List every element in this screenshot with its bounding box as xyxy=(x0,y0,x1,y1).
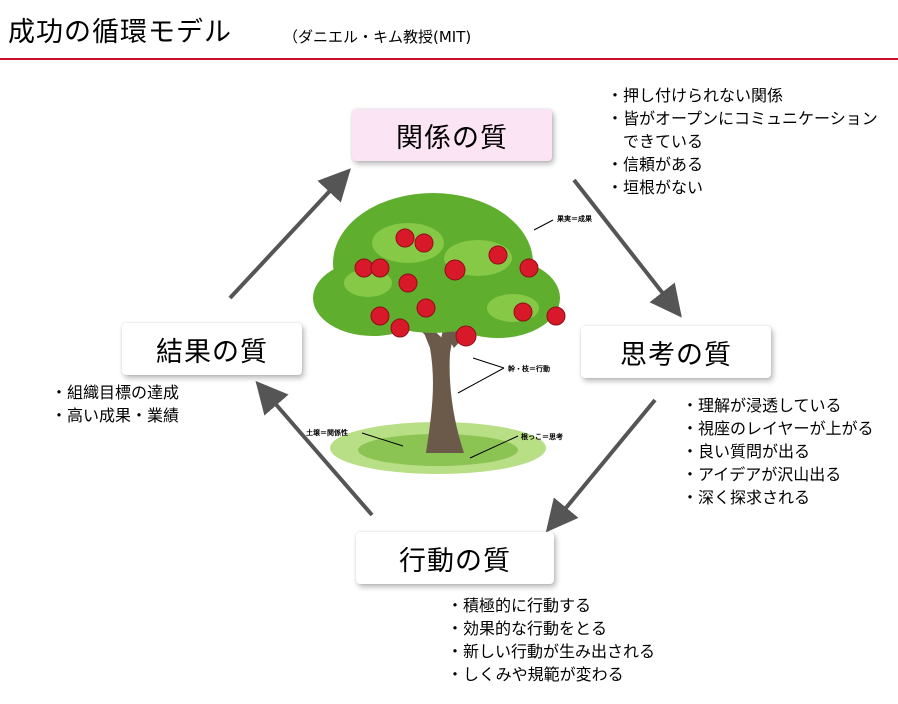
arrow-relationship-to-thinking xyxy=(572,178,682,318)
tree-label-fruit: 果実＝成果 xyxy=(557,215,592,223)
list-item: 信頼がある xyxy=(607,153,878,176)
page-title: 成功の循環モデル xyxy=(8,17,232,48)
tree-label-soil: 土壌＝関係性 xyxy=(306,429,348,437)
arrow-thinking-to-action xyxy=(545,398,657,533)
list-item: 視座のレイヤーが上がる xyxy=(682,417,874,440)
thinking-list: 理解が浸透している 視座のレイヤーが上がる 良い質問が出る アイデアが沢山出る … xyxy=(682,394,874,509)
title-divider xyxy=(0,58,898,60)
node-relationship-label: 関係の質 xyxy=(396,122,508,154)
list-item: 効果的な行動をとる xyxy=(447,617,655,640)
list-item: 垣根がない xyxy=(607,176,878,199)
list-item: 高い成果・業績 xyxy=(51,404,179,427)
node-relationship: 関係の質 xyxy=(352,109,552,161)
arrow-action-to-result xyxy=(255,380,374,517)
action-list: 積極的に行動する 効果的な行動をとる 新しい行動が生み出される しくみや規範が変… xyxy=(447,594,655,686)
node-thinking: 思考の質 xyxy=(581,326,771,378)
list-item: 皆がオープンにコミュニケーション xyxy=(607,107,878,130)
relationship-list: 押し付けられない関係 皆がオープンにコミュニケーション できている 信頼がある … xyxy=(607,84,878,199)
arrow-result-to-relationship xyxy=(228,168,351,300)
node-result-label: 結果の質 xyxy=(156,336,268,368)
tree-label-trunk: 幹・枝＝行動 xyxy=(508,365,550,373)
node-result: 結果の質 xyxy=(122,323,302,375)
list-item: できている xyxy=(623,132,704,151)
list-item: アイデアが沢山出る xyxy=(682,463,874,486)
list-item: 押し付けられない関係 xyxy=(607,84,878,107)
list-item: 深く探求される xyxy=(682,486,874,509)
list-item: 組織目標の達成 xyxy=(51,381,179,404)
list-item: 理解が浸透している xyxy=(682,394,874,417)
list-item: 積極的に行動する xyxy=(447,594,655,617)
list-item: 新しい行動が生み出される xyxy=(447,640,655,663)
node-thinking-label: 思考の質 xyxy=(620,339,732,371)
tree-label-roots: 根っこ＝思考 xyxy=(521,433,563,441)
node-action-label: 行動の質 xyxy=(399,545,511,577)
result-list: 組織目標の達成 高い成果・業績 xyxy=(51,381,179,427)
list-item: しくみや規範が変わる xyxy=(447,663,655,686)
node-action: 行動の質 xyxy=(356,532,554,584)
list-item: 良い質問が出る xyxy=(682,440,874,463)
page-subtitle: （ダニエル・キム教授(MIT) xyxy=(283,28,472,46)
apple-tree-icon xyxy=(313,193,566,474)
